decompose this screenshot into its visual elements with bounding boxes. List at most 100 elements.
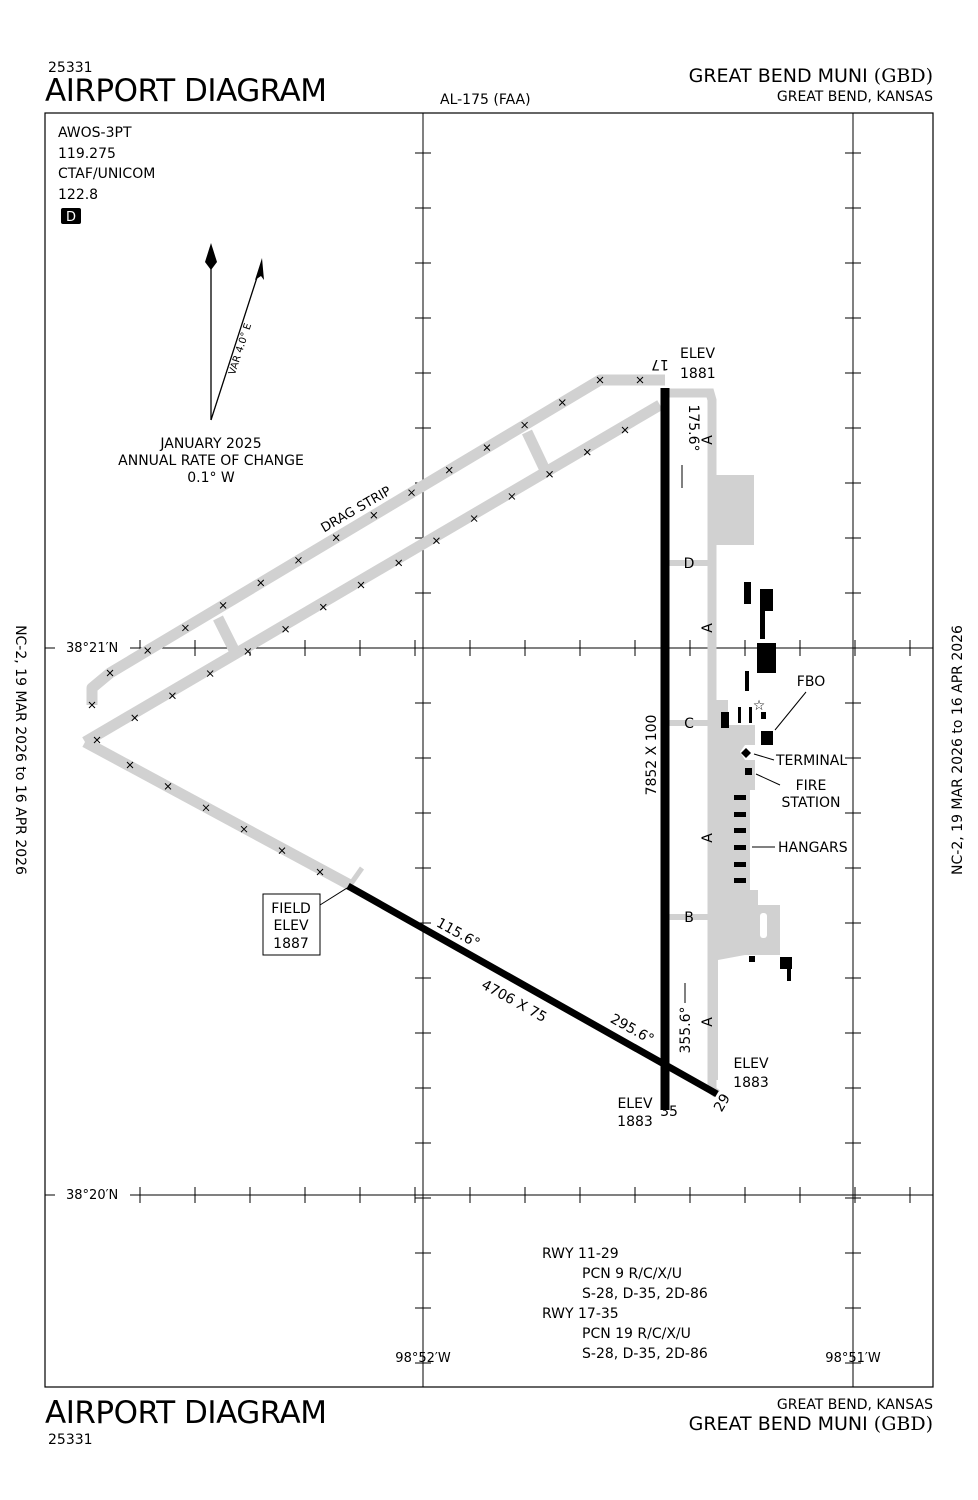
x-mark <box>182 624 189 632</box>
pcn-weights: S-28, D-35, 2D-86 <box>582 1346 708 1362</box>
elev-17-value: 1881 <box>680 366 716 382</box>
right-effective-dates: NC-2, 19 MAR 2026 to 16 APR 2026 <box>950 625 966 875</box>
rwy-29-label: 29 <box>711 1091 734 1114</box>
north-arrow-icon <box>205 243 264 421</box>
x-mark <box>521 421 528 429</box>
field-elev-text: ELEV <box>273 918 308 934</box>
x-mark <box>144 647 152 654</box>
x-mark <box>508 493 516 500</box>
x-mark <box>596 376 604 384</box>
airport-name: GREAT BEND MUNI (GBD) <box>689 65 933 87</box>
fire-station-building <box>745 768 752 775</box>
field-elev-value: 1887 <box>273 936 309 952</box>
x-mark <box>483 444 491 451</box>
annual-rate-value: 0.1° W <box>187 470 235 486</box>
taxiway-a-label: A <box>700 623 716 633</box>
x-mark <box>93 736 101 744</box>
freq-line: 119.275 <box>58 146 116 162</box>
x-mark <box>395 559 403 567</box>
elev-17-label: ELEV <box>680 346 715 362</box>
x-mark <box>370 511 378 519</box>
freq-line: CTAF/UNICOM <box>58 166 155 182</box>
pcn-value: PCN 9 R/C/X/U <box>582 1266 682 1282</box>
x-mark <box>319 603 327 611</box>
x-mark <box>445 466 453 474</box>
lat-north-label: 38°21′N <box>66 641 118 656</box>
elev-29-label: ELEV <box>733 1056 768 1072</box>
pcn-rwy: RWY 11-29 <box>542 1246 619 1262</box>
hangars-label: HANGARS <box>778 840 848 856</box>
taxiway-d-label: D <box>684 556 695 572</box>
freq-line: AWOS-3PT <box>58 125 132 141</box>
chart-number: 25331 <box>48 60 93 76</box>
x-mark <box>257 579 265 587</box>
field-elev-leader <box>319 887 348 906</box>
x-mark <box>169 692 176 700</box>
x-mark <box>332 534 340 542</box>
fire-station-label: STATION <box>781 795 840 811</box>
terminal-arrow <box>753 753 775 761</box>
x-mark <box>546 470 553 478</box>
diagram-frame <box>44 112 934 1388</box>
al-number: AL-175 (FAA) <box>440 92 531 108</box>
rwy-17-label: 17 <box>651 356 669 372</box>
fbo-label: FBO <box>797 674 825 690</box>
x-mark <box>357 581 365 589</box>
pcn-rwy: RWY 17-35 <box>542 1306 619 1322</box>
fire-station-label: FIRE <box>796 778 827 794</box>
left-effective-dates: NC-2, 19 MAR 2026 to 16 APR 2026 <box>12 625 28 875</box>
airport-location: GREAT BEND, KANSAS <box>777 89 933 105</box>
x-mark <box>219 602 227 609</box>
heading-355: 355.6° <box>678 1006 694 1053</box>
footer-airport-name: GREAT BEND MUNI (GBD) <box>689 1413 933 1435</box>
x-mark <box>278 847 286 854</box>
taxiway-a-label: A <box>700 1017 716 1027</box>
elev-35-label: ELEV <box>617 1096 652 1112</box>
lat-lon-grid <box>45 113 933 1387</box>
x-mark <box>202 804 210 812</box>
lon-west-label: 98°52′W <box>395 1351 451 1366</box>
terminal-icon <box>741 748 751 758</box>
footer-chart-number: 25331 <box>48 1432 93 1448</box>
x-mark <box>131 714 139 722</box>
taxiway-pavement <box>82 374 780 1098</box>
d-symbol: D <box>66 210 76 225</box>
variation-label: VAR 4.0° E <box>227 322 254 376</box>
d-atis-badge <box>61 208 81 224</box>
pcn-value: PCN 19 R/C/X/U <box>582 1326 691 1342</box>
beacon-star-icon: ☆ <box>753 698 766 714</box>
footer-location: GREAT BEND, KANSAS <box>777 1397 933 1413</box>
field-elev-text: FIELD <box>271 901 311 917</box>
lat-south-label: 38°20′N <box>66 1188 118 1203</box>
x-mark <box>244 648 252 655</box>
x-mark <box>240 825 248 833</box>
x-mark <box>282 625 289 633</box>
freq-line: 122.8 <box>58 187 98 203</box>
x-mark <box>206 670 214 677</box>
x-mark <box>88 701 96 709</box>
runway-11-29 <box>346 882 719 1098</box>
closed-pavement-marks <box>88 376 644 876</box>
fire-station-arrow <box>755 773 781 786</box>
x-mark <box>558 399 566 406</box>
field-elev-box <box>262 893 321 956</box>
x-mark <box>621 426 629 434</box>
x-mark <box>164 783 172 790</box>
chart-title: AIRPORT DIAGRAM <box>45 73 327 109</box>
magnetic-date: JANUARY 2025 <box>159 436 261 452</box>
apron-island <box>760 913 767 938</box>
pcn-weights: S-28, D-35, 2D-86 <box>582 1286 708 1302</box>
footer-title: AIRPORT DIAGRAM <box>45 1395 327 1431</box>
elev-29-value: 1883 <box>733 1075 769 1091</box>
fbo-arrow <box>774 691 807 731</box>
buildings <box>721 582 792 981</box>
elev-35-value: 1883 <box>617 1114 653 1130</box>
x-mark <box>470 515 478 522</box>
x-mark <box>583 448 591 456</box>
fuel-icon <box>721 712 729 728</box>
x-mark <box>295 556 302 564</box>
rwy-11-29-dimensions: 4706 X 75 <box>479 977 550 1026</box>
x-mark <box>636 376 644 384</box>
annual-rate-label: ANNUAL RATE OF CHANGE <box>118 453 304 469</box>
